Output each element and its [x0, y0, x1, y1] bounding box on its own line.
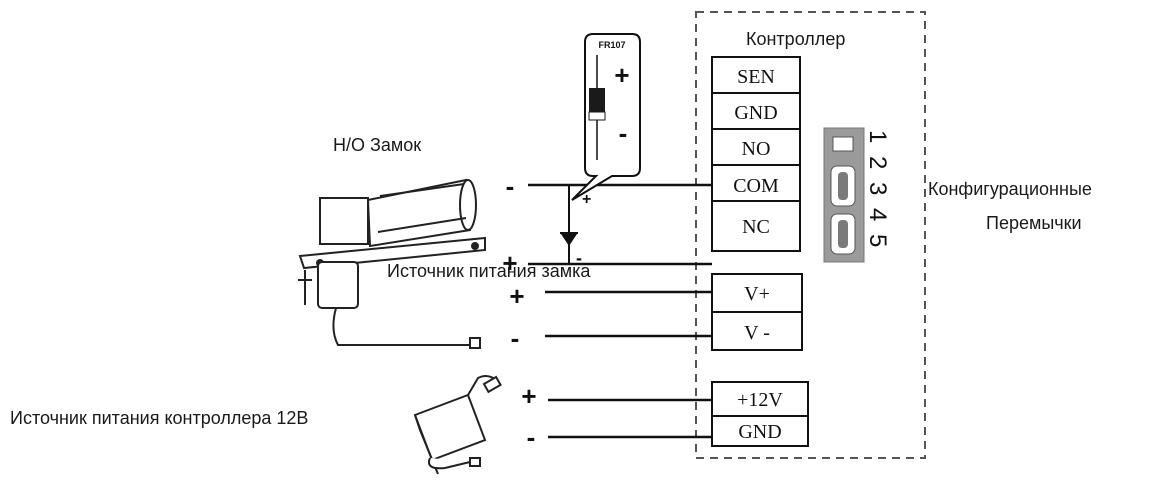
controller-psu-label: Источник питания контроллера 12В	[10, 408, 309, 428]
terminal-block-supply: +12V GND	[711, 381, 809, 447]
plug-adapter-icon	[298, 261, 481, 349]
diode-side-minus: -	[576, 248, 582, 268]
jumper-num-5: 5	[864, 234, 891, 247]
diode-icon	[560, 185, 578, 264]
terminal-12v: +12V	[737, 389, 783, 411]
terminal-nc: NC	[742, 216, 770, 238]
jumper-num-2: 2	[864, 156, 891, 169]
terminal-com: COM	[733, 175, 779, 197]
jumpers-label-line1: Конфигурационные	[928, 179, 1092, 199]
power-adapter-icon	[413, 375, 502, 475]
lock-psu-plus: +	[509, 281, 524, 311]
terminal-sen: SEN	[737, 66, 775, 88]
diode-label: FR107	[598, 40, 625, 50]
wires	[528, 183, 712, 439]
jumper-num-4: 4	[864, 208, 891, 221]
lock-minus: -	[506, 171, 515, 201]
controller-label: Контроллер	[746, 29, 846, 49]
lock-plus: +	[502, 248, 517, 278]
terminal-v-minus: V -	[744, 322, 770, 344]
jumpers-label-line2: Перемычки	[986, 213, 1082, 233]
terminal-supply-gnd: GND	[738, 421, 781, 443]
diode-side-plus: +	[582, 191, 591, 208]
diode-plus: +	[614, 60, 629, 90]
controller-boundary	[695, 11, 926, 459]
lock-icon	[298, 178, 486, 270]
terminal-no: NO	[742, 138, 771, 160]
terminal-v-plus: V+	[744, 283, 770, 305]
jumper-block: 1 2 3 4 5	[823, 127, 891, 263]
lock-psu-minus: -	[511, 323, 520, 353]
supply-plus: +	[521, 381, 536, 411]
terminal-gnd: GND	[734, 102, 777, 124]
jumper-num-3: 3	[864, 182, 891, 195]
lock-label: Н/О Замок	[333, 135, 422, 155]
supply-minus: -	[527, 422, 536, 452]
lock-psu-label: Источник питания замка	[387, 261, 591, 281]
jumper-num-1: 1	[864, 130, 891, 143]
diode-minus: -	[619, 118, 628, 148]
diode-callout: FR107 + -	[571, 33, 641, 201]
terminal-block-main: SEN GND NO COM NC	[711, 56, 801, 252]
terminal-block-power: V+ V -	[711, 273, 803, 351]
